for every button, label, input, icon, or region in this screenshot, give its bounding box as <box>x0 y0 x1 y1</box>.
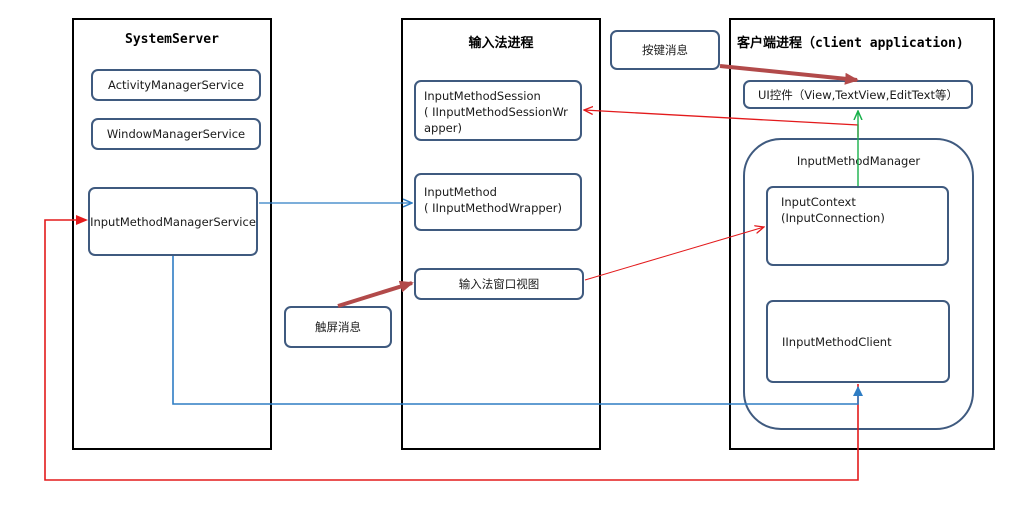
key-message-arrow <box>719 64 859 85</box>
touch-message-arrow <box>337 280 414 308</box>
input-method-box: InputMethod ( IInputMethodWrapper) <box>414 173 582 231</box>
input-context-line-1: InputContext <box>781 195 856 209</box>
input-context-box: InputContext (InputConnection) <box>766 186 949 266</box>
ime-window-view-box: 输入法窗口视图 <box>414 268 584 300</box>
input-method-line-1: InputMethod <box>424 185 497 199</box>
ui-controls-box: UI控件（View,TextView,EditText等） <box>743 80 973 109</box>
activity-manager-service-box: ActivityManagerService <box>91 69 261 101</box>
ime-process-title: 输入法进程 <box>468 36 534 51</box>
key-message-box: 按键消息 <box>610 30 720 70</box>
input-method-session-line-2: ( IInputMethodSessionWr <box>424 105 568 119</box>
iinput-method-client-box: IInputMethodClient <box>766 300 950 383</box>
client-to-imms-arrow <box>44 215 859 481</box>
input-method-session-line-3: apper) <box>424 121 462 135</box>
input-context-line-2: (InputConnection) <box>781 211 885 225</box>
input-method-session-line-1: InputMethodSession <box>424 89 541 103</box>
touch-message-box: 触屏消息 <box>284 306 392 348</box>
input-method-line-2: ( IInputMethodWrapper) <box>424 201 562 215</box>
system-server-title: SystemServer <box>125 32 219 47</box>
input-method-manager-service-box: InputMethodManagerService <box>88 187 258 256</box>
imm-to-session-arrow <box>584 110 859 137</box>
client-process-title: 客户端进程（client application) <box>737 36 964 51</box>
input-method-session-box: InputMethodSession ( IInputMethodSession… <box>414 80 582 141</box>
ime-view-to-input-context-arrow <box>584 227 764 281</box>
window-manager-service-box: WindowManagerService <box>91 118 261 150</box>
imms-to-client-arrow <box>172 256 863 405</box>
